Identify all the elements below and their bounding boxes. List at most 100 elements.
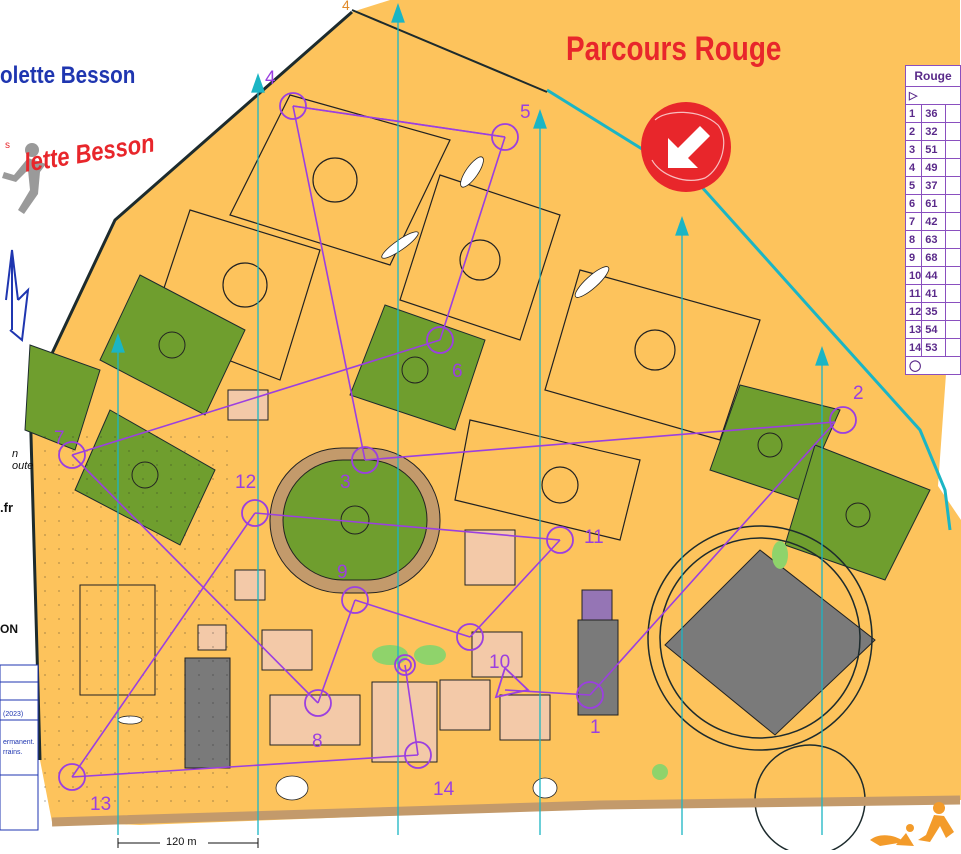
control-row-number: 8 — [904, 230, 923, 249]
scale-label: 120 m — [166, 836, 197, 848]
control-number-8: 8 — [312, 731, 323, 752]
start-triangle-icon — [494, 666, 530, 699]
control-row-description — [945, 266, 961, 285]
svg-text:ermanent.: ermanent. — [3, 739, 35, 746]
dotted-vegetation — [40, 430, 240, 810]
finish-row: ◯ — [905, 356, 961, 375]
start-triangle-icon: ▷ — [909, 90, 918, 102]
control-row-number: 7 — [904, 212, 923, 231]
top-edge-number: 4 — [342, 0, 350, 13]
control-row-description — [945, 302, 961, 321]
control-number-1: 1 — [590, 717, 601, 738]
magnetic-north-lines — [111, 3, 829, 835]
finish-circle-icon — [394, 654, 416, 676]
control-row-number: 13 — [904, 320, 923, 339]
north-fence — [351, 9, 548, 93]
control-row-number: 10 — [904, 266, 923, 285]
control-row-number: 9 — [904, 248, 923, 267]
control-row-code: 44 — [921, 266, 947, 285]
control-row-description — [945, 104, 961, 123]
running-track — [269, 447, 441, 594]
control-row-description — [945, 122, 961, 141]
scale-bar — [117, 838, 259, 848]
control-circles — [58, 92, 857, 791]
terrain-boundary — [28, 10, 353, 761]
control-row-description — [945, 284, 961, 303]
control-number-9: 9 — [337, 562, 348, 583]
control-row-code: 51 — [921, 140, 947, 159]
control-row-number: 12 — [904, 302, 923, 321]
control-number-11: 11 — [584, 527, 604, 548]
stadium-ring — [647, 525, 873, 751]
control-row-number: 3 — [904, 140, 923, 159]
control-number-13: 13 — [90, 794, 111, 815]
runner-silhouette-icon — [2, 143, 46, 214]
south-road — [51, 795, 961, 827]
side-text-1: n — [12, 448, 19, 460]
field-outlines — [149, 94, 761, 541]
north-arrow-icon — [5, 249, 30, 342]
control-row-code: 35 — [921, 302, 947, 321]
control-row-number: 6 — [904, 194, 923, 213]
control-row-number: 11 — [904, 284, 923, 303]
start-row: ▷ — [905, 86, 961, 105]
control-row-number: 1 — [904, 104, 923, 123]
control-row-number: 4 — [904, 158, 923, 177]
control-row-code: 49 — [921, 158, 947, 177]
control-row-code: 68 — [921, 248, 947, 267]
purple-zone — [581, 589, 613, 621]
control-row-code: 63 — [921, 230, 947, 249]
runners-decoration — [870, 802, 954, 846]
school-name: olette Besson — [0, 62, 136, 89]
control-row-number: 14 — [904, 338, 923, 357]
control-number-12: 12 — [235, 472, 256, 493]
legend-box: (2023) ermanent. rrains. — [0, 664, 39, 831]
control-row-description — [945, 194, 961, 213]
control-row-code: 41 — [921, 284, 947, 303]
logo-mark: s — [5, 140, 10, 151]
control-numbers: 1 2 3 4 5 6 7 8 9 10 11 12 13 14 — [54, 68, 864, 815]
control-number-5: 5 — [520, 102, 531, 123]
control-number-14: 14 — [433, 779, 455, 800]
finish-circle-icon: ◯ — [909, 360, 922, 372]
control-row-code: 32 — [921, 122, 947, 141]
control-row-description — [945, 248, 961, 267]
control-row-code: 61 — [921, 194, 947, 213]
control-number-4: 4 — [265, 68, 276, 89]
green-bushes — [372, 541, 788, 780]
control-row-code: 37 — [921, 176, 947, 195]
control-row-description — [945, 176, 961, 195]
control-number-3: 3 — [340, 472, 351, 493]
control-row-code: 53 — [921, 338, 947, 357]
course-legs — [71, 105, 836, 778]
side-text-3: .fr — [0, 500, 13, 515]
control-number-2: 2 — [853, 383, 864, 404]
control-row-description — [945, 140, 961, 159]
control-row-description — [945, 230, 961, 249]
control-row-description — [945, 158, 961, 177]
course-title: Parcours Rouge — [566, 30, 782, 68]
arrow-sign-icon — [641, 102, 731, 192]
side-text-4: ON — [0, 622, 18, 636]
svg-text:(2023): (2023) — [3, 711, 23, 718]
control-row-number: 2 — [904, 122, 923, 141]
control-number-6: 6 — [452, 361, 463, 382]
